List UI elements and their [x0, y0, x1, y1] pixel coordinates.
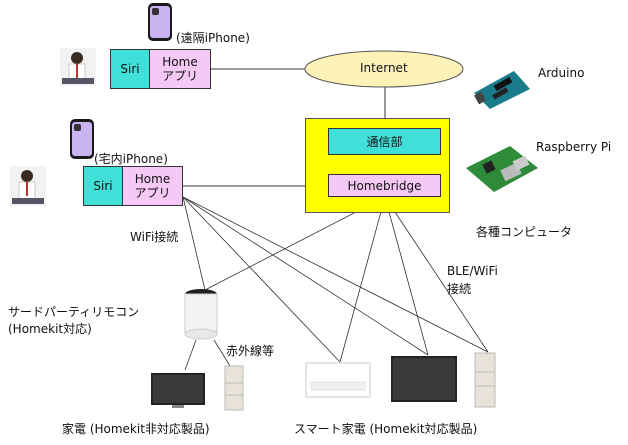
arduino-label: Arduino: [538, 66, 585, 80]
wifi-label: WiFi接続: [130, 230, 179, 244]
ble-wifi-label-line1: BLE/WiFi: [447, 264, 498, 278]
home-iphone-label: (宅内iPhone): [94, 152, 168, 166]
remote-iphone-label: (遠隔iPhone): [176, 31, 250, 45]
home-user-photo: [10, 166, 46, 206]
internet-label: Internet: [360, 61, 408, 75]
home-siri-box: Siri: [83, 166, 123, 206]
home-iphone-image: [69, 118, 95, 160]
remote-home-app-box: Home アプリ: [149, 49, 211, 89]
arduino-image: [470, 65, 532, 110]
non-homekit-tv-image: [150, 372, 206, 410]
third-party-remote-image: [182, 288, 220, 340]
ble-wifi-label-line2: 接続: [447, 282, 472, 296]
infrared-label: 赤外線等: [226, 344, 275, 358]
smart-tv-image: [390, 355, 458, 405]
third-party-remote-label-line2: (Homekit対応): [8, 322, 92, 336]
non-homekit-appliances-label: 家電 (Homekit非対応製品): [62, 422, 210, 436]
computers-label: 各種コンピュータ: [476, 225, 573, 239]
non-homekit-fridge-image: [224, 365, 244, 411]
remote-siri-box: Siri: [110, 49, 150, 89]
comm-unit-box: 通信部: [328, 128, 441, 155]
remote-user-photo: [60, 48, 96, 86]
smart-appliances-label: スマート家電 (Homekit対応製品): [294, 422, 478, 436]
smart-aircon-image: [305, 362, 371, 398]
raspberry-pi-label: Raspberry Pi: [536, 140, 612, 154]
home-home-app-box: Home アプリ: [122, 166, 183, 206]
raspberry-pi-image: [462, 140, 542, 198]
remote-iphone-image: [147, 2, 173, 42]
third-party-remote-label-line1: サードパーティリモコン: [8, 305, 140, 319]
smart-fridge-image: [474, 352, 496, 408]
homebridge-box: Homebridge: [328, 174, 441, 197]
internet-cloud: [304, 50, 464, 88]
